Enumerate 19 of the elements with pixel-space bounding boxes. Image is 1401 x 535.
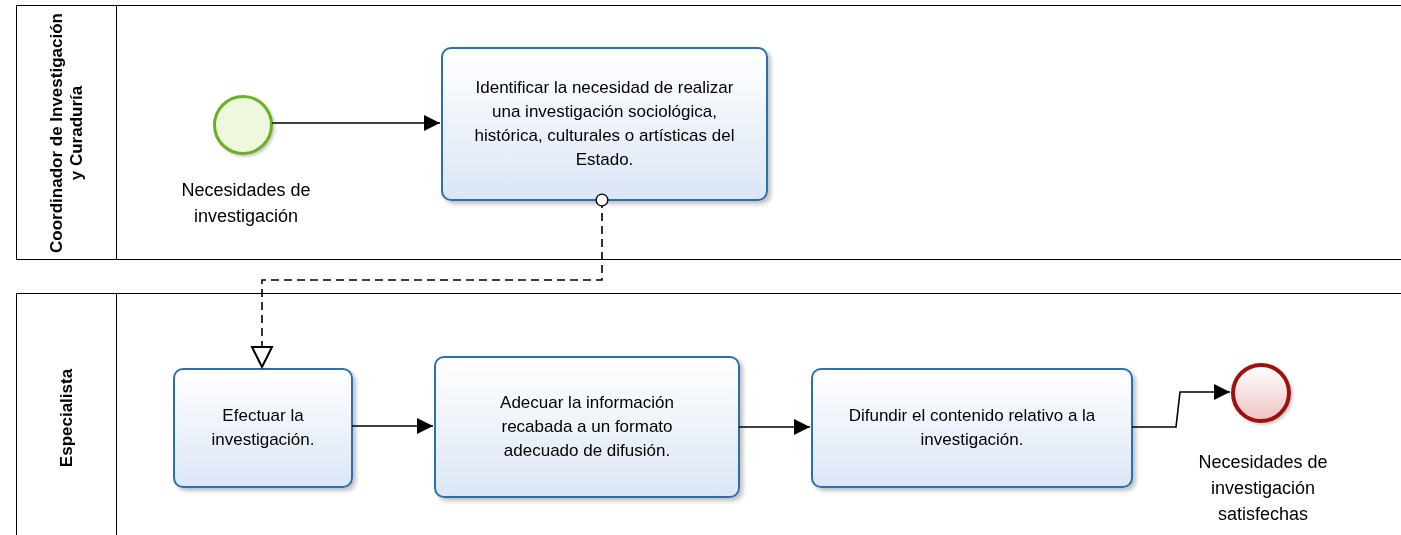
- task-box: [441, 47, 768, 201]
- task-box: [173, 368, 353, 488]
- sequence-flow-arrow: [1131, 384, 1231, 428]
- swimlane: [16, 293, 1401, 535]
- event-label: Necesidades de investigación: [180, 179, 312, 228]
- task-box: [811, 368, 1133, 488]
- event-label: Necesidades de investigación satisfechas: [1197, 451, 1329, 526]
- task-label: Identificar la necesidad de realizar una investigación sociológica, histórica, culturales o artísticas del Estado.: [473, 77, 736, 171]
- lane-label: Coordinador de Investigación y Curaduría: [46, 12, 87, 253]
- message-flow-arrow: [251, 193, 609, 368]
- task-label: Efectuar la investigación.: [210, 405, 316, 451]
- sequence-flow-arrow: [351, 418, 434, 434]
- sequence-flow-arrow: [271, 115, 441, 131]
- lane-label: Especialista: [56, 367, 77, 470]
- task-label: Difundir el contenido relativo a la investigación.: [847, 405, 1097, 451]
- task-label: Adecuar la información recabada a un formato adecuado de difusión.: [499, 392, 675, 462]
- swimlane: [16, 5, 1401, 260]
- sequence-flow-arrow: [738, 419, 811, 435]
- task-box: [434, 356, 740, 498]
